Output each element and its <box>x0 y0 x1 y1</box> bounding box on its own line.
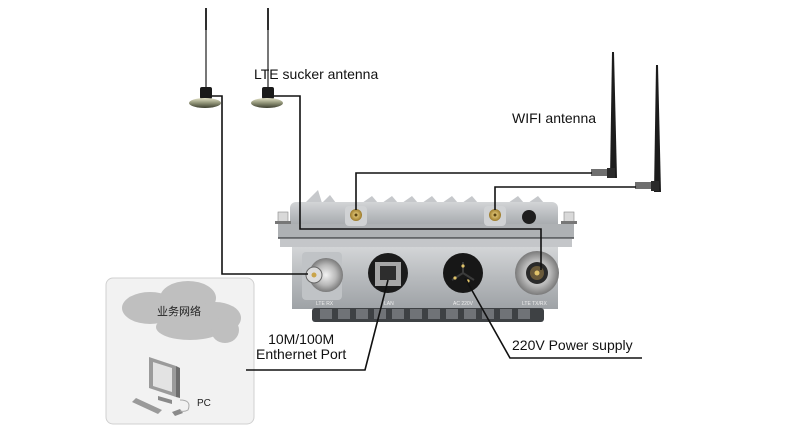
pc-label: PC <box>197 398 211 409</box>
port-lte-rx <box>302 252 343 300</box>
ethernet-label-line1: 10M/100M <box>268 331 335 347</box>
port-ac-220v <box>443 253 483 293</box>
cable-lte-txrx <box>274 95 542 270</box>
lte-antenna-1 <box>189 8 221 108</box>
port-label-lte-txrx: LTE TX/RX <box>522 301 547 307</box>
port-label-lan: LAN <box>384 301 394 307</box>
port-wifi-1 <box>345 206 367 226</box>
wifi-antenna-2 <box>635 65 661 192</box>
port-lan <box>368 253 408 293</box>
port-label-ac-220v: AC 220V <box>453 301 474 307</box>
port-label-lte-rx: LTE RX <box>316 301 334 307</box>
port-lte-txrx <box>515 251 559 295</box>
wifi-antenna-label: WIFI antenna <box>512 110 597 126</box>
pc-icon <box>132 357 190 416</box>
port-wifi-2 <box>484 206 506 226</box>
ethernet-label-line2: Enthernet Port <box>256 346 347 362</box>
wifi-antenna-1 <box>591 52 617 178</box>
ethernet-port-label: 10M/100M Enthernet Port <box>256 332 346 362</box>
cloud-label: 业务网络 <box>157 306 201 318</box>
leader-ethernet <box>246 279 389 371</box>
leader-power <box>464 277 642 359</box>
cable-lte-rx <box>212 95 308 275</box>
lte-antenna-label: LTE sucker antenna <box>254 66 379 82</box>
cable-wifi-2 <box>494 186 636 210</box>
vent-plug <box>522 210 536 224</box>
power-supply-label: 220V Power supply <box>512 337 633 353</box>
cloud-icon <box>122 281 241 343</box>
cable-wifi-1 <box>355 172 592 210</box>
lte-antenna-2 <box>251 8 283 108</box>
